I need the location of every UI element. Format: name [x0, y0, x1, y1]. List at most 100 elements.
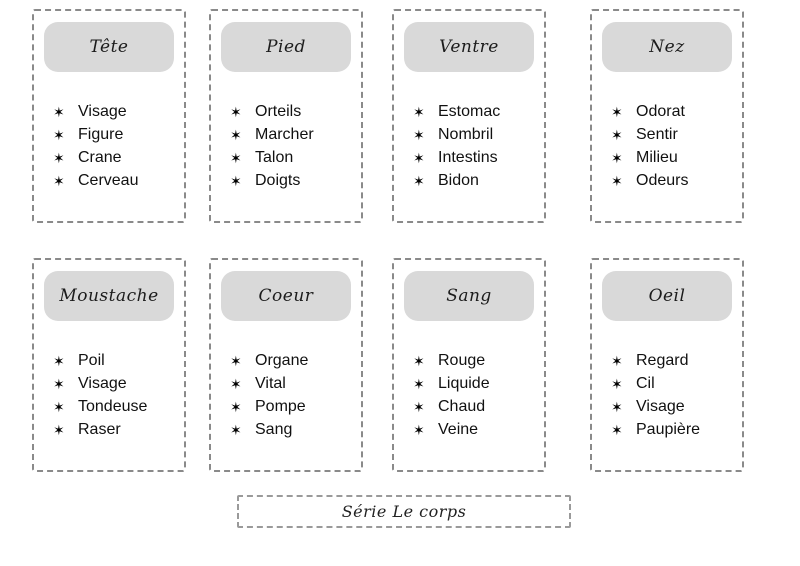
list-item: ✶ Rouge	[413, 349, 544, 372]
word-label: Cil	[636, 374, 655, 392]
star-bullet-icon: ✶	[611, 352, 623, 369]
list-item: ✶ Poil	[53, 349, 184, 372]
word-label: Figure	[78, 125, 124, 143]
list-item: ✶ Raser	[53, 418, 184, 441]
word-label: Organe	[255, 351, 309, 369]
list-item: ✶ Pompe	[230, 395, 361, 418]
star-bullet-icon: ✶	[230, 126, 242, 143]
word-label: Raser	[78, 420, 121, 438]
star-bullet-icon: ✶	[413, 103, 425, 120]
star-bullet-icon: ✶	[611, 398, 623, 415]
star-bullet-icon: ✶	[53, 375, 65, 392]
list-item: ✶ Nombril	[413, 123, 544, 146]
list-item: ✶ Intestins	[413, 146, 544, 169]
card-sang: Sang ✶Rouge ✶Liquide ✶Chaud ✶Veine	[392, 258, 546, 472]
star-bullet-icon: ✶	[611, 172, 623, 189]
word-label: Intestins	[438, 148, 498, 166]
word-label: Poil	[78, 351, 105, 369]
star-bullet-icon: ✶	[230, 398, 242, 415]
card-title: Moustache	[59, 286, 159, 306]
card-title: Coeur	[258, 286, 314, 306]
list-item: ✶Bidon	[413, 169, 544, 192]
word-label: Rouge	[438, 351, 486, 369]
star-bullet-icon: ✶	[53, 352, 65, 369]
list-item: ✶Visage	[611, 395, 742, 418]
star-bullet-icon: ✶	[230, 375, 242, 392]
word-label: Orteils	[255, 102, 302, 120]
series-title-box: Série Le corps	[237, 495, 571, 528]
card-title: Pied	[266, 37, 306, 57]
star-bullet-icon: ✶	[230, 421, 242, 438]
card-title-box: Tête	[44, 22, 174, 72]
star-bullet-icon: ✶	[611, 375, 623, 392]
card-nez: Nez ✶ Odorat ✶Sentir ✶ Milieu ✶ Odeurs	[590, 9, 744, 223]
word-label: Regard	[636, 351, 689, 369]
card-title: Sang	[446, 286, 492, 306]
word-list: ✶ Regard ✶ Cil ✶Visage ✶ Paupière	[592, 349, 742, 441]
word-label: Marcher	[255, 125, 314, 143]
card-title-box: Sang	[404, 271, 534, 321]
word-list: ✶Rouge ✶Liquide ✶Chaud ✶Veine	[394, 349, 544, 441]
list-item: ✶ Estomac	[413, 100, 544, 123]
star-bullet-icon: ✶	[611, 103, 623, 120]
word-list: ✶Visage ✶Figure ✶Crane ✶Cerveau	[34, 100, 184, 192]
list-item: ✶Visage	[53, 100, 184, 123]
series-title: Série Le corps	[341, 502, 467, 521]
word-list: ✶Orteils ✶ Marcher ✶ Talon ✶ Doigts	[211, 100, 361, 192]
card-title-box: Moustache	[44, 271, 174, 321]
word-label: Vital	[255, 374, 286, 392]
list-item: ✶ Marcher	[230, 123, 361, 146]
card-title-box: Ventre	[404, 22, 534, 72]
word-label: Odeurs	[636, 171, 689, 189]
card-title: Oeil	[648, 286, 686, 306]
card-title-box: Oeil	[602, 271, 732, 321]
word-label: Talon	[255, 148, 294, 166]
star-bullet-icon: ✶	[53, 149, 65, 166]
word-label: Sentir	[636, 125, 678, 143]
card-pied: Pied ✶Orteils ✶ Marcher ✶ Talon ✶ Doigts	[209, 9, 363, 223]
word-label: Visage	[78, 374, 127, 392]
list-item: ✶ Visage	[53, 372, 184, 395]
card-title: Tête	[89, 37, 129, 57]
list-item: ✶Figure	[53, 123, 184, 146]
card-title: Ventre	[439, 37, 499, 57]
star-bullet-icon: ✶	[413, 126, 425, 143]
card-title-box: Coeur	[221, 271, 351, 321]
list-item: ✶ Sang	[230, 418, 361, 441]
card-title: Nez	[649, 37, 685, 57]
card-tete: Tête ✶Visage ✶Figure ✶Crane ✶Cerveau	[32, 9, 186, 223]
list-item: ✶ Organe	[230, 349, 361, 372]
word-label: Estomac	[438, 102, 501, 120]
card-title-box: Nez	[602, 22, 732, 72]
star-bullet-icon: ✶	[53, 103, 65, 120]
word-label: Liquide	[438, 374, 490, 392]
star-bullet-icon: ✶	[413, 352, 425, 369]
star-bullet-icon: ✶	[611, 421, 623, 438]
word-label: Bidon	[438, 171, 479, 189]
word-label: Pompe	[255, 397, 306, 415]
word-list: ✶ Odorat ✶Sentir ✶ Milieu ✶ Odeurs	[592, 100, 742, 192]
list-item: ✶Sentir	[611, 123, 742, 146]
star-bullet-icon: ✶	[413, 149, 425, 166]
word-label: Tondeuse	[78, 397, 148, 415]
list-item: ✶Chaud	[413, 395, 544, 418]
star-bullet-icon: ✶	[611, 149, 623, 166]
star-bullet-icon: ✶	[413, 421, 425, 438]
list-item: ✶ Vital	[230, 372, 361, 395]
word-label: Cerveau	[78, 171, 139, 189]
star-bullet-icon: ✶	[230, 352, 242, 369]
star-bullet-icon: ✶	[53, 421, 65, 438]
word-label: Doigts	[255, 171, 301, 189]
word-label: Nombril	[438, 125, 494, 143]
list-item: ✶Orteils	[230, 100, 361, 123]
word-label: Sang	[255, 420, 293, 438]
star-bullet-icon: ✶	[230, 149, 242, 166]
list-item: ✶ Cil	[611, 372, 742, 395]
word-label: Paupière	[636, 420, 701, 438]
list-item: ✶ Odorat	[611, 100, 742, 123]
word-label: Odorat	[636, 102, 685, 120]
star-bullet-icon: ✶	[230, 172, 242, 189]
word-list: ✶ Organe ✶ Vital ✶ Pompe ✶ Sang	[211, 349, 361, 441]
word-label: Milieu	[636, 148, 678, 166]
list-item: ✶ Doigts	[230, 169, 361, 192]
